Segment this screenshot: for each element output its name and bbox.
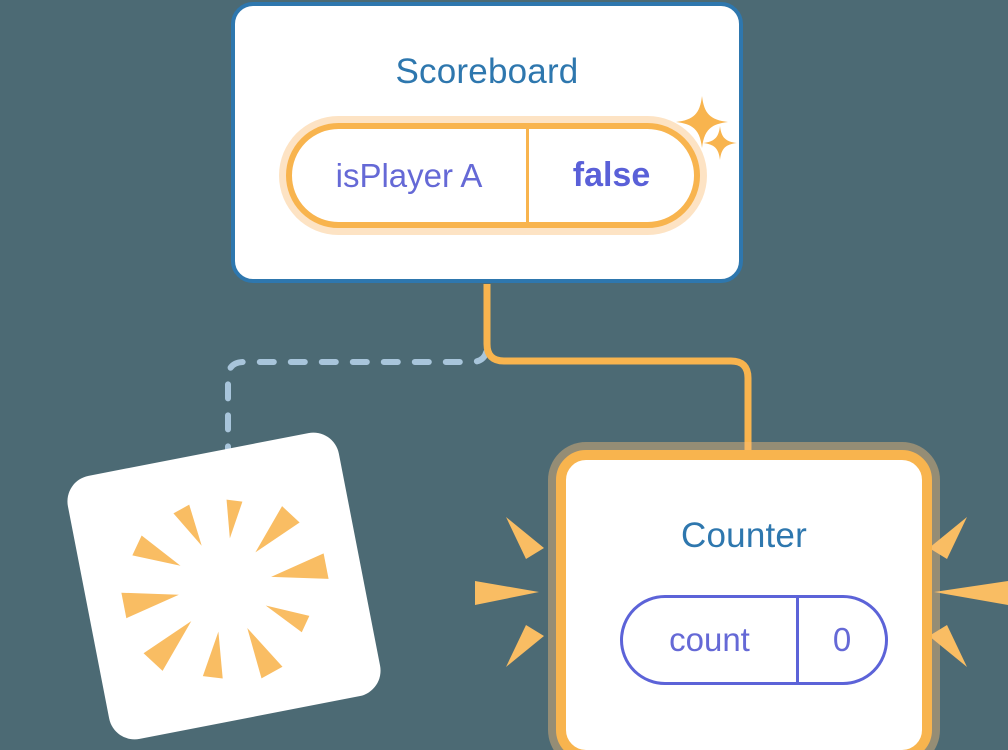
scoreboard-state-pill[interactable]: isPlayer A false	[286, 123, 700, 228]
scoreboard-state-value: false	[572, 156, 651, 194]
scoreboard-state-key: isPlayer A	[292, 129, 529, 222]
ray-left-lower	[506, 625, 544, 667]
counter-title: Counter	[681, 516, 807, 555]
connector-scoreboard-to-counter	[483, 284, 752, 462]
ray-right-middle	[934, 581, 1008, 605]
counter-state-pill[interactable]: count 0	[620, 595, 888, 685]
burst-rays	[121, 499, 329, 679]
ray-right-upper	[929, 517, 967, 559]
counter-card[interactable]: Counter count 0	[556, 450, 932, 750]
scoreboard-card[interactable]: Scoreboard isPlayer A false	[231, 2, 743, 283]
ray-right-lower	[929, 625, 967, 667]
ray-left-upper	[506, 517, 544, 559]
ray-left-middle	[475, 581, 539, 605]
burst-card[interactable]	[62, 428, 386, 744]
counter-state-value: 0	[832, 621, 852, 658]
scoreboard-title: Scoreboard	[395, 52, 579, 91]
counter-state-key: count	[623, 598, 799, 682]
